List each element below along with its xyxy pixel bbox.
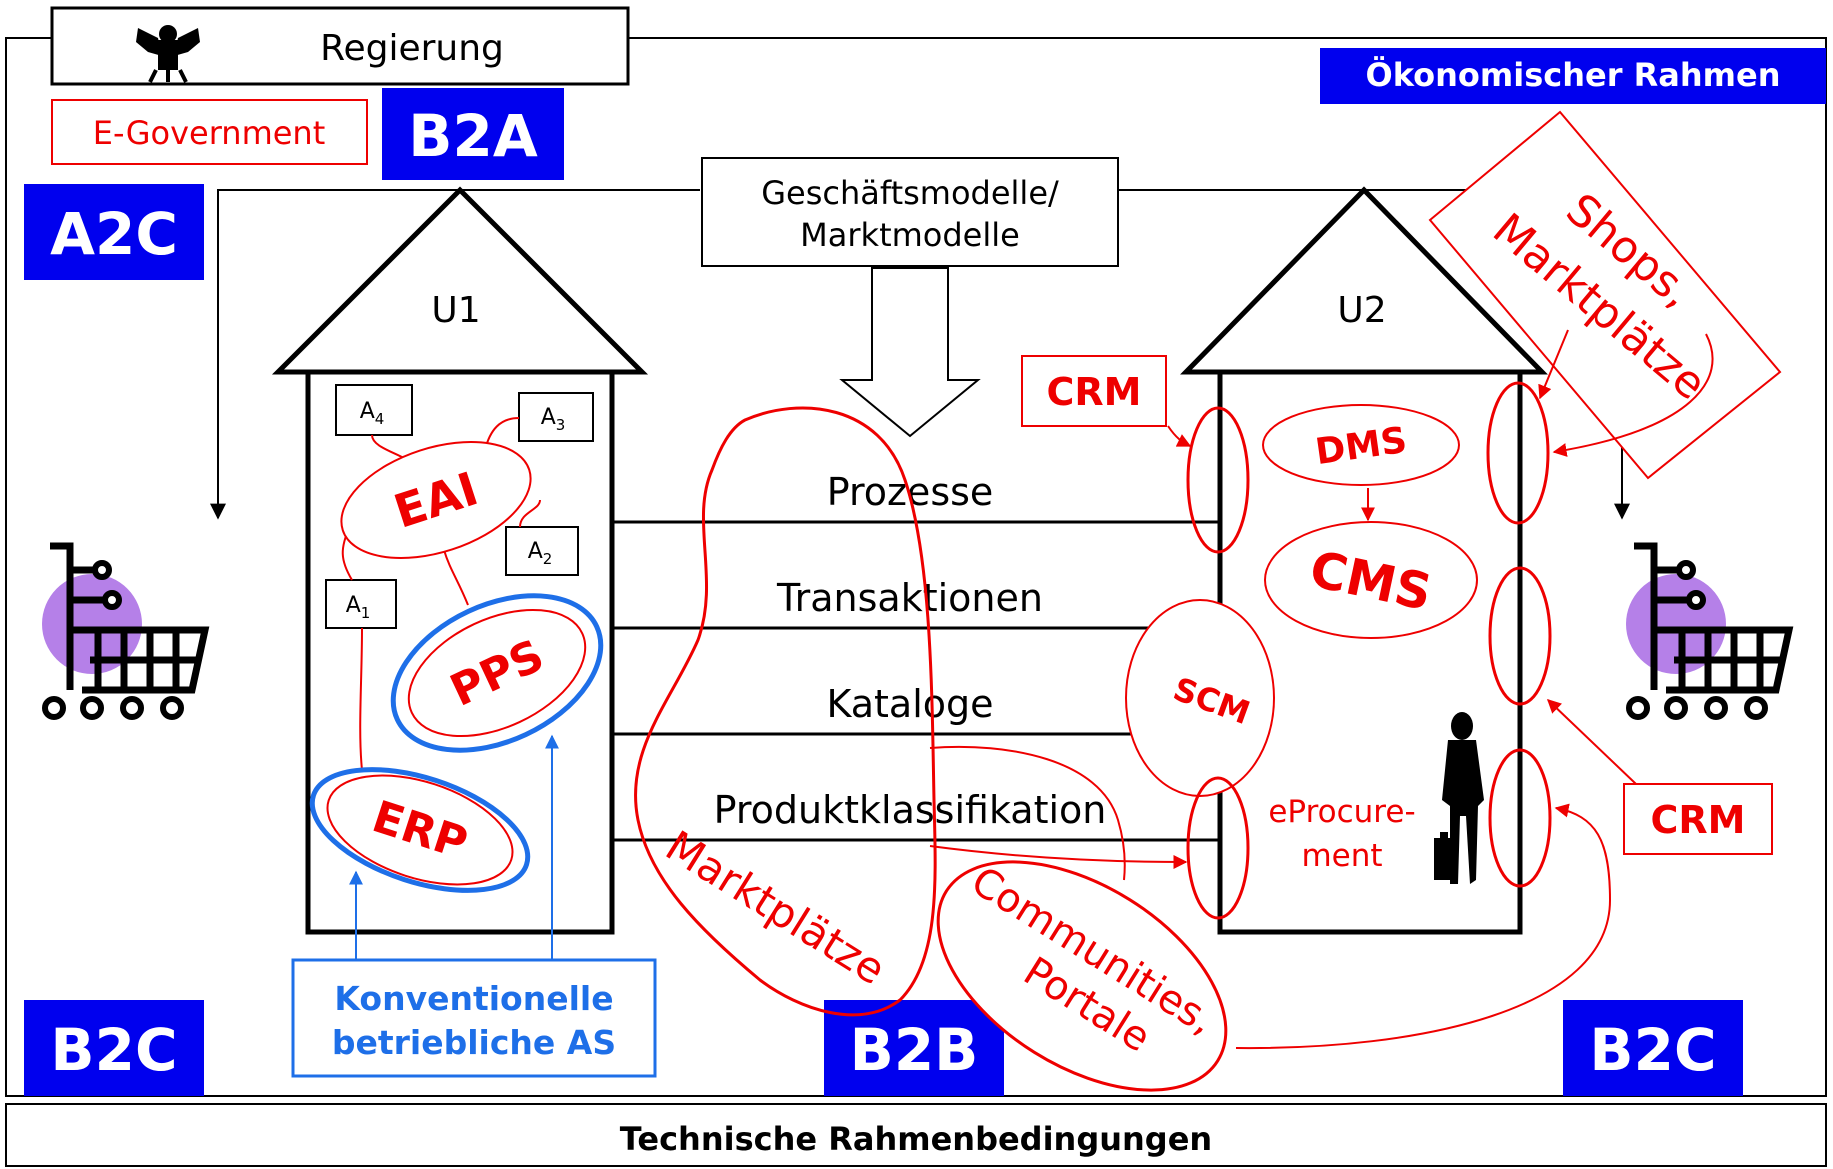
economic-frame-badge: [1320, 48, 1826, 104]
eproc-interface-left: [1186, 776, 1250, 920]
pps-ellipse: [407, 608, 587, 738]
shopping-cart-icon-left: [42, 542, 210, 720]
layer-catalogs: Kataloge: [826, 682, 993, 726]
crm-left-arrow: [1167, 425, 1192, 447]
b2b-label: B2B: [850, 1016, 979, 1084]
b2c-left-label: B2C: [50, 1016, 177, 1084]
conventional-box: [291, 958, 657, 1078]
crm-left-label: CRM: [1047, 370, 1142, 414]
shops-arrow-loop: [1552, 333, 1714, 457]
pps-blue-ring: [390, 593, 604, 753]
business-models-box: [701, 157, 1119, 267]
app-a2: A2: [505, 526, 579, 576]
eai-ellipse: [340, 441, 532, 559]
app-a1: A1: [325, 579, 397, 629]
eagle-icon: [136, 25, 200, 83]
dms-ellipse: [1262, 404, 1460, 486]
svg-text:A4: A4: [360, 399, 385, 428]
svg-text:A1: A1: [346, 593, 371, 622]
cms-ellipse: [1264, 521, 1478, 639]
svg-text:A2: A2: [528, 539, 553, 568]
marketplaces-blob: [634, 406, 937, 1017]
pps-label: PPS: [443, 630, 552, 717]
b2a-label: B2A: [408, 102, 538, 170]
business-models-line2: Marktmodelle: [800, 216, 1020, 254]
business-models-line1: Geschäftsmodelle/: [761, 174, 1059, 212]
b2c-right-badge: [1563, 1000, 1743, 1096]
scm-ellipse: [1125, 599, 1275, 797]
conventional-line2: betriebliche AS: [332, 1023, 616, 1062]
eai-link-a2: [519, 499, 541, 528]
house-u1-roof: [271, 186, 649, 375]
crm-interface-left: [1186, 406, 1250, 554]
b2a-badge: [382, 88, 564, 180]
communities-interface-right: [1488, 748, 1552, 888]
b2c-left-badge: [24, 1000, 204, 1096]
a2c-label: A2C: [50, 200, 178, 268]
marketplaces-label: Marktplätze: [657, 821, 894, 994]
svg-text:A3: A3: [541, 405, 566, 434]
house-u1-body: [305, 369, 615, 935]
e-government-box: [51, 99, 368, 165]
erp-ellipse: [326, 774, 514, 886]
layer-classification: Produktklassifikation: [714, 788, 1107, 832]
crm-right-label: CRM: [1651, 798, 1746, 842]
down-arrow: [839, 267, 981, 438]
e-government-label: E-Government: [93, 114, 326, 152]
shops-arrow-top: [1538, 329, 1569, 400]
erp-label: ERP: [366, 791, 473, 869]
layer-transactions: Transaktionen: [776, 576, 1043, 620]
connector-left: [210, 189, 700, 520]
government-label: Regierung: [320, 28, 504, 69]
technical-frame: [5, 1103, 1827, 1167]
erp-blue-ring: [309, 767, 531, 893]
communities-ellipse: [936, 860, 1228, 1092]
crm-right-box: [1623, 783, 1773, 855]
technical-frame-label: Technische Rahmenbedingungen: [620, 1120, 1212, 1158]
shops-interface-right: [1486, 381, 1550, 525]
classification-arrow: [929, 845, 1188, 869]
app-a4: A4: [335, 384, 413, 436]
b2c-right-label: B2C: [1589, 1016, 1716, 1084]
shops-box: [1428, 110, 1782, 480]
house-u1-label: U1: [431, 290, 480, 331]
conventional-line1: Konventionelle: [334, 979, 613, 1018]
economic-frame-label: Ökonomischer Rahmen: [1366, 56, 1781, 94]
crm-interface-right: [1488, 566, 1552, 706]
businessman-icon: [1434, 712, 1484, 884]
app-a3: A3: [518, 392, 594, 442]
crm-left-box: [1021, 355, 1167, 427]
communities-arrow: [1235, 803, 1612, 1050]
eprocurement-line1: eProcure-: [1268, 794, 1415, 830]
a2c-badge: [24, 184, 204, 280]
communities-link: [929, 745, 1126, 881]
eai-link-pps: [443, 549, 469, 606]
shopping-cart-icon-right: [1626, 542, 1794, 720]
house-u2-label: U2: [1337, 290, 1386, 331]
crm-right-arrow: [1546, 699, 1637, 785]
eai-link-erp: [359, 627, 363, 771]
eprocurement-line2: ment: [1301, 838, 1382, 874]
